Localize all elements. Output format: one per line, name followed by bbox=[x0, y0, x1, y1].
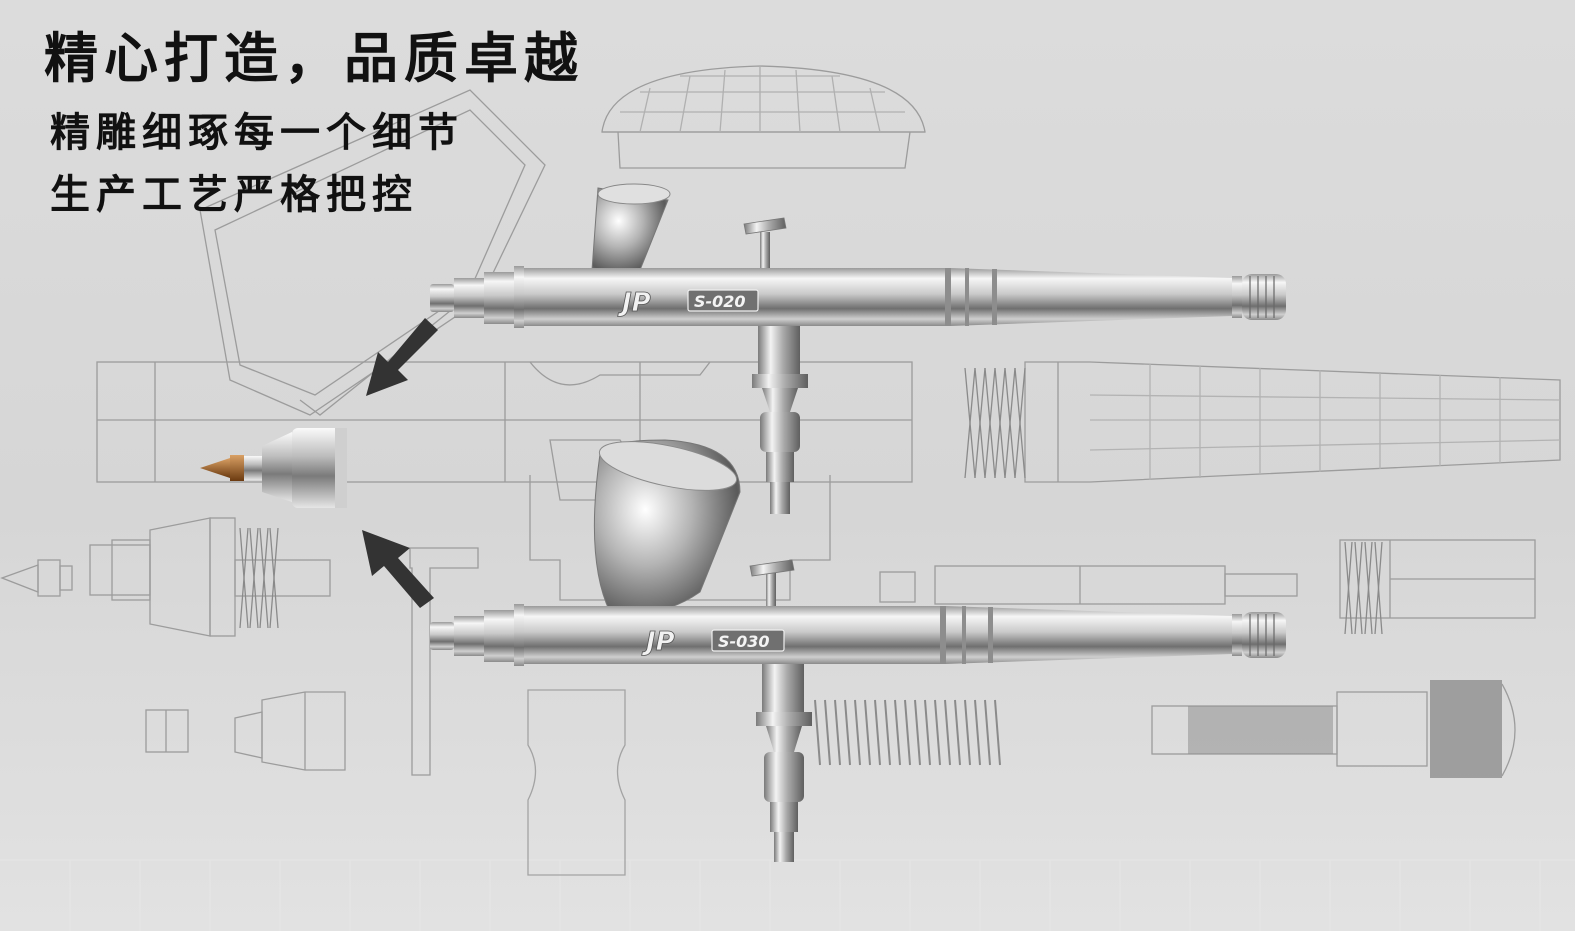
nozzle-cap-part bbox=[200, 428, 347, 508]
airbrush-s030 bbox=[430, 439, 1286, 862]
model-label-1: S-020 bbox=[694, 292, 746, 311]
subheading-2: 生产工艺严格把控 bbox=[50, 171, 418, 218]
brand-logo-2: JP bbox=[641, 627, 675, 657]
model-label-2: S-030 bbox=[718, 632, 770, 651]
subheading-1: 精雕细琢每一个细节 bbox=[50, 109, 464, 156]
arrow-icon bbox=[362, 318, 438, 608]
headline: 精心打造，品质卓越 bbox=[44, 26, 584, 90]
airbrush-s020 bbox=[430, 183, 1286, 514]
brand-logo-1: JP bbox=[617, 288, 651, 318]
